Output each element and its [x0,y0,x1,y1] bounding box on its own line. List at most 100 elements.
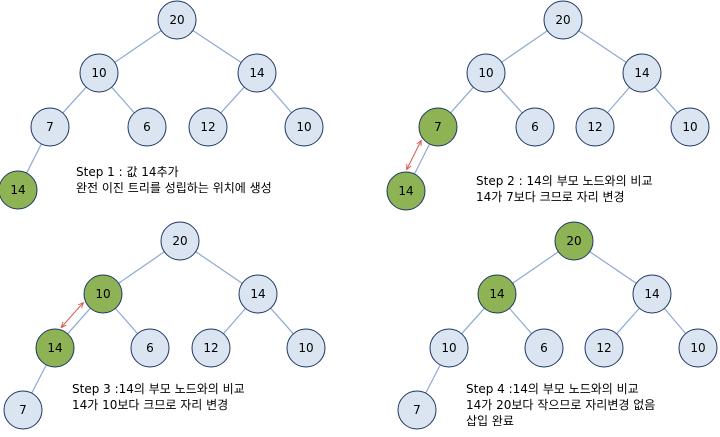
node-circle [188,107,228,147]
node-label: 7 [413,403,421,417]
tree-node: 14 [622,53,662,93]
node-circle [632,274,672,314]
tree-node: 10 [466,53,506,93]
node-label: 14 [10,183,25,197]
node-label: 14 [398,184,413,198]
tree-edge [115,307,138,335]
tree-node: 10 [286,328,326,368]
node-circle [477,274,517,314]
tree-node: 6 [524,328,564,368]
node-circle [515,107,555,147]
node-label: 14 [644,287,659,301]
tree-node: 7 [30,107,70,147]
tree-node: 6 [127,107,167,147]
node-label: 7 [434,120,442,134]
tree-edge [192,29,242,64]
node-label: 20 [169,13,184,27]
node-circle [286,328,326,368]
node-circle [429,328,469,368]
tree-node: 20 [157,0,197,40]
tree-node: 6 [515,107,555,147]
tree-edge [607,86,630,114]
node-label: 10 [682,120,697,134]
tree-edge [654,86,678,114]
node-circle [238,274,278,314]
tree-node: 14 [237,53,277,93]
node-label: 14 [489,287,504,301]
tree-node: 12 [188,107,228,147]
node-circle [284,107,324,147]
node-circle [418,107,458,147]
node-circle [386,171,426,211]
node-label: 6 [146,341,154,355]
tree-node-highlighted: 14 [386,171,426,211]
node-label: 6 [143,120,151,134]
node-label: 14 [250,287,265,301]
node-circle [127,107,167,147]
node-label: 12 [200,120,215,134]
node-circle [466,53,506,93]
step2-caption-line-2: 14가 7보다 크므로 자리 변경 [476,190,625,204]
node-label: 10 [441,341,456,355]
tree-node: 7 [3,390,43,430]
tree-edge [578,30,627,63]
step3-caption-line-1: Step 3 :14의 부모 노드와의 비교 [72,382,245,396]
node-label: 7 [19,403,27,417]
step3-tree: 20 10 14 14 6 12 10 7 [3,221,326,430]
tree-node: 7 [397,390,437,430]
node-label: 10 [298,341,313,355]
tree-edge [461,307,485,335]
tree-node: 10 [284,107,324,147]
tree-edge [220,86,245,114]
node-circle [575,107,615,147]
node-circle [30,107,70,147]
node-label: 10 [690,341,705,355]
node-label: 7 [46,120,54,134]
node-circle [160,221,200,261]
node-circle [79,53,119,93]
node-circle [554,221,594,261]
node-circle [622,53,662,93]
tree-node: 12 [584,328,624,368]
node-circle [0,170,38,210]
step4-caption-line-1: Step 4 :14의 부모 노드와의 비교 [466,382,639,396]
tree-edge [223,307,246,335]
tree-node: 10 [670,107,710,147]
tree-node-highlighted: 14 [35,328,75,368]
step2-caption-line-1: Step 2 : 14의 부모 노드와의 비교 [476,174,653,188]
tree-edge [114,30,162,63]
node-label: 10 [95,287,110,301]
step4-tree: 20 14 14 10 6 12 10 7 [397,221,718,430]
step1-caption-line-1: Step 1 : 값 14추가 [76,165,179,179]
tree-edge [270,307,294,335]
step2-caption: Step 2 : 14의 부모 노드와의 비교 14가 7보다 크므로 자리 변… [476,173,653,205]
node-label: 14 [249,66,264,80]
tree-edge [616,307,640,335]
swap-arrow [407,141,421,169]
tree-edge [195,251,243,284]
node-circle [670,107,710,147]
tree-edge [67,307,91,335]
step3-caption-line-2: 14가 10보다 크므로 자리 변경 [72,398,229,412]
node-label: 20 [566,234,581,248]
step3-caption: Step 3 :14의 부모 노드와의 비교 14가 10보다 크므로 자리 변… [72,381,245,413]
node-label: 6 [540,341,548,355]
tree-node: 20 [160,221,200,261]
node-label: 20 [172,234,187,248]
tree-edge [111,86,135,114]
tree-edge [26,143,42,174]
step4-caption: Step 4 :14의 부모 노드와의 비교 14가 20보다 작으므로 자리변… [466,381,655,429]
node-circle [191,328,231,368]
tree-node: 14 [238,274,278,314]
node-label: 12 [596,341,611,355]
node-label: 12 [587,120,602,134]
node-label: 12 [203,341,218,355]
tree-edge [31,364,47,394]
tree-edge [663,308,687,334]
tree-node-highlighted: 10 [83,274,123,314]
tree-node: 20 [543,0,583,40]
node-circle [3,390,43,430]
